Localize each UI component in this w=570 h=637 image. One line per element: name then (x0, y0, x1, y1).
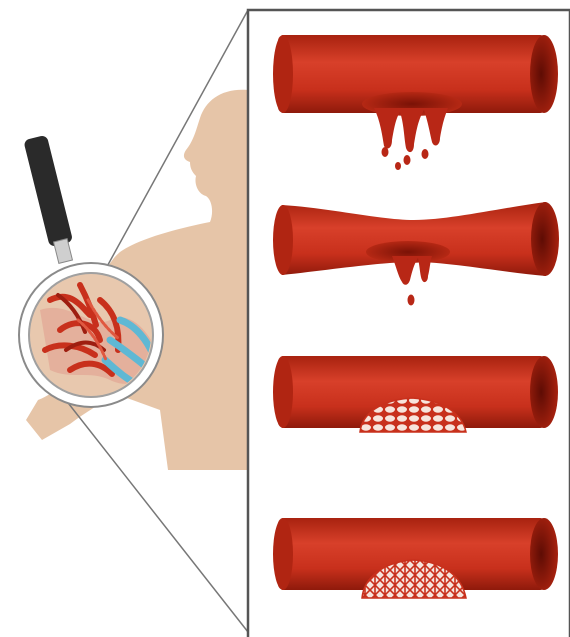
blood-drop (408, 295, 415, 306)
vessel-fibrin-clot (273, 518, 558, 598)
blood-drop (395, 162, 401, 170)
magnifier-lens (19, 263, 163, 407)
blood-drop (422, 149, 429, 159)
magnifier-handle (23, 135, 73, 264)
blood-drop (382, 147, 389, 157)
blood-drop (404, 155, 411, 165)
vessel-platelet-plug (273, 356, 558, 432)
